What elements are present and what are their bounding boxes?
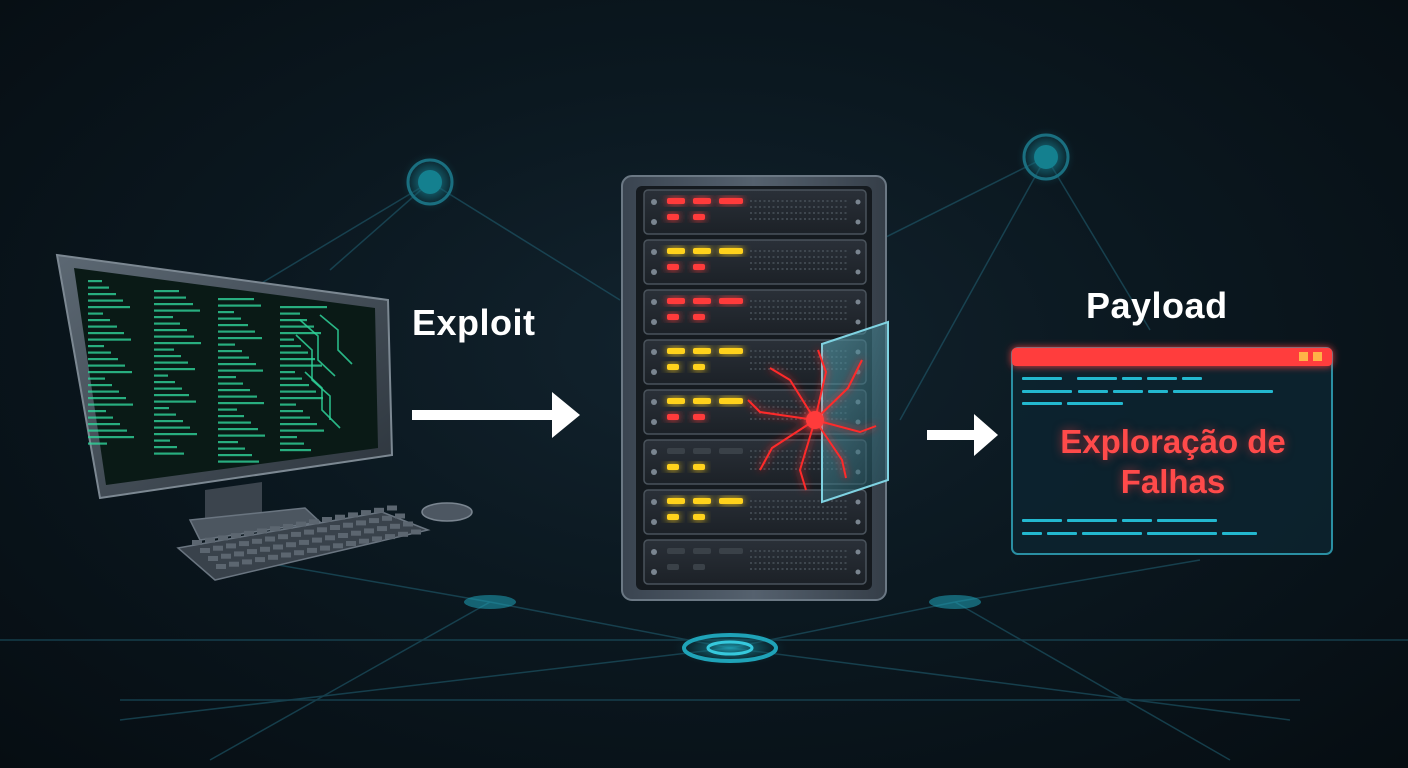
server-led <box>693 514 705 520</box>
server-led <box>719 348 743 354</box>
server-led <box>719 548 743 554</box>
server-led <box>719 398 743 404</box>
server-led <box>667 398 685 404</box>
network-node-small-right <box>929 595 981 609</box>
network-node-right <box>1016 127 1076 187</box>
server-led <box>693 198 711 204</box>
crack-effect <box>747 349 877 491</box>
server-led <box>667 214 679 220</box>
arrow-exploit <box>412 392 580 438</box>
arrow-payload <box>927 414 998 456</box>
server-led <box>667 264 679 270</box>
server-led <box>693 548 711 554</box>
server-led <box>693 448 711 454</box>
server-unit <box>643 189 867 235</box>
server-led <box>693 414 705 420</box>
server-led <box>693 364 705 370</box>
server-led <box>693 398 711 404</box>
server-led <box>693 464 705 470</box>
terminal-code <box>88 280 353 463</box>
server-led <box>693 214 705 220</box>
window-code-lines <box>1022 377 1273 535</box>
server-rack-icon <box>621 175 887 601</box>
server-led <box>667 498 685 504</box>
server-unit <box>643 239 867 285</box>
network-node-small-left <box>464 595 516 609</box>
server-led <box>667 564 679 570</box>
server-led <box>693 348 711 354</box>
server-unit <box>643 539 867 585</box>
network-node-left <box>400 152 460 212</box>
payload-label: Payload <box>1086 285 1228 326</box>
server-unit <box>643 289 867 335</box>
server-led <box>693 314 705 320</box>
payload-window-text-line: Falhas <box>1120 463 1226 500</box>
server-unit <box>643 439 867 485</box>
server-led <box>667 298 685 304</box>
server-led <box>667 314 679 320</box>
exploit-label: Exploit <box>412 302 536 343</box>
server-led <box>667 248 685 254</box>
server-led <box>667 448 685 454</box>
broken-shield-icon <box>747 320 889 504</box>
server-led <box>667 548 685 554</box>
server-led <box>719 498 743 504</box>
payload-window-text-line: Exploração de <box>1060 423 1286 460</box>
server-led <box>719 448 743 454</box>
payload-window-icon <box>1011 347 1333 555</box>
server-led <box>693 248 711 254</box>
server-led <box>693 298 711 304</box>
server-unit <box>643 489 867 535</box>
server-led <box>667 364 679 370</box>
server-led <box>693 564 705 570</box>
server-led <box>719 198 743 204</box>
server-led <box>667 414 679 420</box>
server-led <box>667 464 679 470</box>
desktop-monitor-icon <box>55 253 394 541</box>
server-led <box>719 248 743 254</box>
server-led <box>667 348 685 354</box>
server-led <box>693 498 711 504</box>
mouse-icon <box>421 502 473 522</box>
server-led <box>719 298 743 304</box>
server-led <box>667 514 679 520</box>
server-led <box>693 264 705 270</box>
network-node-bottom <box>672 630 788 666</box>
server-led <box>667 198 685 204</box>
keyboard-icon <box>176 505 431 581</box>
